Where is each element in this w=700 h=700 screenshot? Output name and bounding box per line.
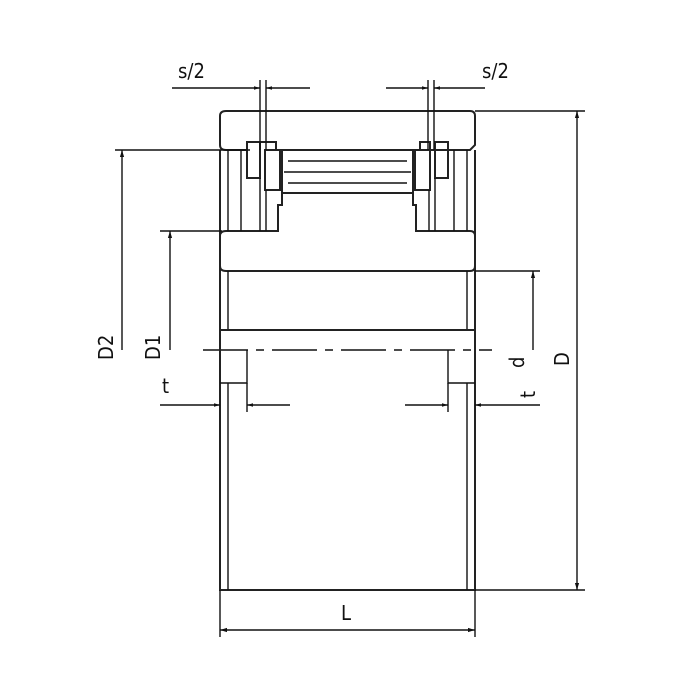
left-side-washer xyxy=(246,141,261,179)
D1-label: D1 xyxy=(141,335,165,360)
outer-ring xyxy=(219,110,476,151)
right-side-washer xyxy=(434,141,449,179)
s2-right-label: s/2 xyxy=(482,59,509,83)
inner-ring xyxy=(219,192,476,272)
L-label: L xyxy=(341,601,351,625)
t-left-label: t xyxy=(162,374,169,398)
s2-left-label: s/2 xyxy=(178,59,205,83)
D2-label: D2 xyxy=(94,335,118,360)
D-label: D xyxy=(550,352,574,366)
t-right-label: t xyxy=(516,391,540,398)
left-cage-ring xyxy=(264,149,281,191)
right-cage-ring xyxy=(414,149,431,191)
d-label: d xyxy=(505,357,529,368)
